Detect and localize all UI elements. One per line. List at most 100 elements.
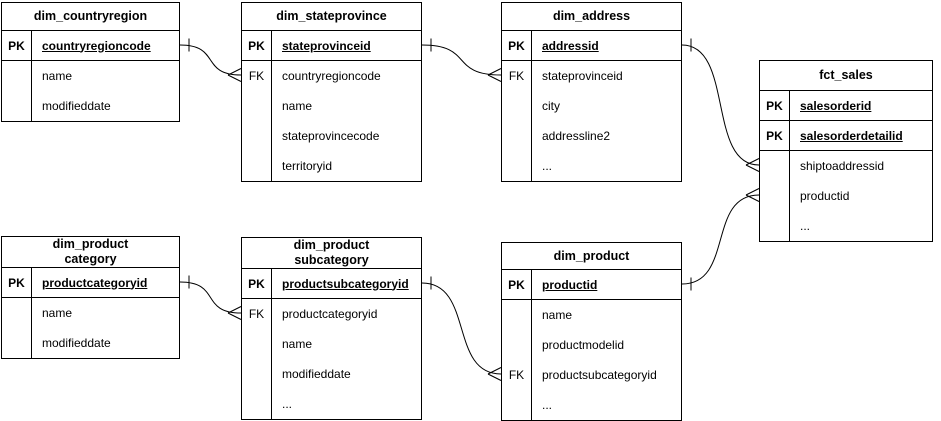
relationship-wire[interactable] (421, 44, 502, 76)
row-ellipsis[interactable]: ... (502, 151, 681, 181)
field-label: salesorderid (800, 98, 872, 113)
key-badge: FK (242, 61, 272, 91)
key-badge (502, 300, 532, 330)
key-badge: PK (760, 91, 790, 120)
key-badge: FK (502, 360, 532, 390)
many-cardinality-marker (227, 306, 242, 320)
key-badge (242, 389, 272, 419)
table-title: dim_countryregion (2, 3, 179, 31)
table-dim-product[interactable]: dim_product PK productid name productmod… (501, 242, 682, 421)
key-badge: PK (242, 269, 272, 298)
row-shiptoaddressid[interactable]: shiptoaddressid (760, 151, 932, 181)
row-ellipsis[interactable]: ... (242, 389, 421, 419)
key-badge (242, 329, 272, 359)
field-label: addressid (542, 38, 599, 53)
field-label: stateprovincecode (282, 129, 380, 143)
edge-productcategory-productsubcategory[interactable] (179, 275, 242, 320)
row-salesorderdetailid[interactable]: PK salesorderdetailid (760, 121, 932, 151)
key-badge (760, 211, 790, 241)
relationship-wire[interactable] (681, 44, 760, 166)
key-badge: FK (502, 61, 532, 91)
table-dim-address[interactable]: dim_address PK addressid FK stateprovinc… (501, 2, 682, 182)
table-title: fct_sales (760, 61, 932, 91)
row-salesorderid[interactable]: PK salesorderid (760, 91, 932, 121)
relationship-wire[interactable] (681, 194, 760, 285)
key-badge (502, 330, 532, 360)
field-label: productmodelid (542, 338, 625, 352)
field-label: name (42, 306, 73, 320)
row-stateprovinceid[interactable]: FK stateprovinceid (502, 61, 681, 91)
row-countryregioncode[interactable]: FK countryregioncode (242, 61, 421, 91)
row-name[interactable]: name (242, 91, 421, 121)
row-ellipsis[interactable]: ... (502, 390, 681, 420)
edge-countryregion-stateprovince[interactable] (179, 38, 242, 82)
table-fct-sales[interactable]: fct_sales PK salesorderid PK salesorderd… (759, 60, 933, 242)
field-label: productid (542, 277, 598, 292)
row-ellipsis[interactable]: ... (760, 211, 932, 241)
row-addressid[interactable]: PK addressid (502, 31, 681, 61)
field-label: ... (282, 397, 293, 411)
row-territoryid[interactable]: territoryid (242, 151, 421, 181)
key-badge (502, 121, 532, 151)
field-label: city (542, 99, 560, 113)
key-badge (242, 151, 272, 181)
field-label: productcategoryid (282, 307, 378, 321)
table-dim-productcategory[interactable]: dim_product category PK productcategoryi… (1, 236, 180, 359)
key-badge (502, 151, 532, 181)
row-productcategoryid[interactable]: PK productcategoryid (2, 268, 179, 298)
table-dim-productsubcategory[interactable]: dim_product subcategory PK productsubcat… (241, 237, 422, 420)
row-name[interactable]: name (502, 300, 681, 330)
row-modifieddate[interactable]: modifieddate (2, 328, 179, 358)
table-dim-stateprovince[interactable]: dim_stateprovince PK stateprovinceid FK … (241, 2, 422, 182)
row-stateprovincecode[interactable]: stateprovincecode (242, 121, 421, 151)
key-badge: FK (242, 299, 272, 329)
field-label: productsubcategoryid (542, 368, 657, 382)
key-badge: PK (242, 31, 272, 60)
field-label: name (282, 99, 313, 113)
row-addressline2[interactable]: addressline2 (502, 121, 681, 151)
row-productmodelid[interactable]: productmodelid (502, 330, 681, 360)
table-title: dim_product subcategory (242, 238, 421, 269)
field-label: productsubcategoryid (282, 276, 409, 291)
field-label: countryregioncode (42, 38, 151, 53)
field-label: countryregioncode (282, 69, 381, 83)
key-badge (760, 151, 790, 181)
row-productid[interactable]: PK productid (502, 270, 681, 300)
row-name[interactable]: name (242, 329, 421, 359)
field-label: ... (542, 159, 553, 173)
key-badge (242, 91, 272, 121)
row-modifieddate[interactable]: modifieddate (242, 359, 421, 389)
row-city[interactable]: city (502, 91, 681, 121)
row-productsubcategoryid[interactable]: FK productsubcategoryid (502, 360, 681, 390)
field-label: salesorderdetailid (800, 128, 903, 143)
key-badge (502, 390, 532, 420)
table-title: dim_address (502, 3, 681, 31)
key-badge (242, 359, 272, 389)
field-label: ... (542, 398, 553, 412)
row-stateprovinceid[interactable]: PK stateprovinceid (242, 31, 421, 61)
row-countryregioncode[interactable]: PK countryregioncode (2, 31, 179, 61)
key-badge: PK (760, 121, 790, 150)
key-badge: PK (502, 270, 532, 299)
field-label: ... (800, 219, 811, 233)
many-cardinality-marker (745, 158, 760, 172)
row-name[interactable]: name (2, 61, 179, 91)
table-dim-countryregion[interactable]: dim_countryregion PK countryregioncode n… (1, 2, 180, 122)
row-name[interactable]: name (2, 298, 179, 328)
key-badge (760, 181, 790, 211)
many-cardinality-marker (745, 188, 760, 202)
row-productcategoryid[interactable]: FK productcategoryid (242, 299, 421, 329)
edge-product-fctsales[interactable] (681, 188, 760, 291)
edge-stateprovince-address[interactable] (421, 38, 502, 82)
field-label: name (542, 308, 573, 322)
key-badge (2, 91, 32, 121)
row-productid[interactable]: productid (760, 181, 932, 211)
field-label: stateprovinceid (282, 38, 371, 53)
edge-productsubcategory-product[interactable] (421, 276, 502, 381)
edge-address-fctsales[interactable] (681, 38, 760, 172)
field-label: territoryid (282, 159, 333, 173)
field-label: stateprovinceid (542, 69, 623, 83)
row-productsubcategoryid[interactable]: PK productsubcategoryid (242, 269, 421, 299)
row-modifieddate[interactable]: modifieddate (2, 91, 179, 121)
relationship-wire[interactable] (421, 282, 502, 375)
